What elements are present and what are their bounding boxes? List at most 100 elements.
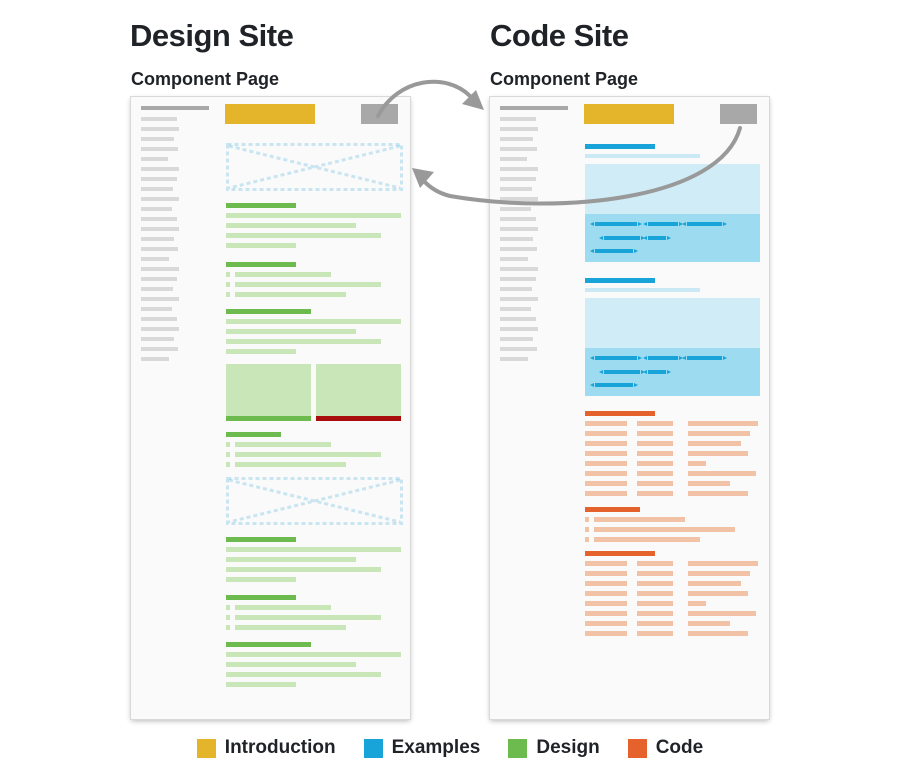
sidebar-item xyxy=(500,317,536,321)
legend-item-examples: Examples xyxy=(363,737,481,759)
sidebar-item xyxy=(500,337,533,341)
example-heading xyxy=(585,278,655,283)
text-line xyxy=(226,577,296,582)
description-cell xyxy=(688,601,706,606)
sidebar-item xyxy=(500,277,536,281)
type-cell xyxy=(637,451,673,456)
example-preview xyxy=(585,164,760,214)
sidebar-item xyxy=(141,137,174,141)
description-cell xyxy=(688,471,756,476)
description-cell xyxy=(688,571,750,576)
type-cell xyxy=(637,571,673,576)
sidebar-item xyxy=(141,317,177,321)
sidebar-item xyxy=(500,287,532,291)
dont-example xyxy=(316,364,401,416)
code-bracket xyxy=(643,356,647,360)
type-cell xyxy=(637,431,673,436)
legend-swatch-introduction xyxy=(196,738,216,758)
bullet-text-line xyxy=(235,282,381,287)
sidebar-heading xyxy=(141,106,209,110)
bullet xyxy=(585,517,589,522)
description-cell xyxy=(688,611,756,616)
description-cell xyxy=(688,561,758,566)
sidebar-item xyxy=(500,197,538,201)
image-placeholder-cross xyxy=(228,478,401,524)
sidebar-item xyxy=(141,247,178,251)
design-component-page xyxy=(131,97,410,719)
bullet xyxy=(226,292,230,297)
sidebar-item xyxy=(500,297,538,301)
description-cell xyxy=(688,461,706,466)
code-token xyxy=(604,370,640,374)
type-cell xyxy=(637,441,673,446)
description-cell xyxy=(688,451,748,456)
code-bracket xyxy=(643,236,647,240)
sidebar-item xyxy=(500,307,531,311)
code-bracket xyxy=(723,222,727,226)
sidebar-item xyxy=(141,357,169,361)
sidebar-item xyxy=(141,197,179,201)
bullet-text-line xyxy=(235,625,346,630)
text-line xyxy=(226,319,401,324)
text-line xyxy=(226,672,381,677)
property-cell xyxy=(585,451,627,456)
property-cell xyxy=(585,611,627,616)
bullet-text-line xyxy=(235,462,346,467)
code-bracket xyxy=(638,356,642,360)
sidebar-item xyxy=(141,167,179,171)
code-bracket xyxy=(634,249,638,253)
sidebar-item xyxy=(141,257,169,261)
text-line xyxy=(226,233,381,238)
code-section-heading xyxy=(585,551,655,556)
bullet-text-line xyxy=(235,292,346,297)
code-token xyxy=(687,222,722,226)
sidebar-item xyxy=(141,187,173,191)
code-bracket xyxy=(679,222,683,226)
example-heading xyxy=(585,144,655,149)
sidebar-item xyxy=(500,347,537,351)
code-bracket xyxy=(590,356,594,360)
sidebar-item xyxy=(141,267,179,271)
code-to-design-arrowhead xyxy=(412,168,434,188)
design-site-title: Design Site xyxy=(130,18,294,53)
sidebar-item xyxy=(141,337,174,341)
description-cell xyxy=(688,621,730,626)
code-token xyxy=(648,370,666,374)
code-section-heading xyxy=(585,411,655,416)
text-line xyxy=(226,243,296,248)
legend-label-examples: Examples xyxy=(391,737,481,758)
bullet-text-line xyxy=(594,517,685,522)
description-cell xyxy=(688,421,758,426)
sidebar-item xyxy=(500,157,527,161)
header-button xyxy=(361,104,398,124)
sidebar-item xyxy=(500,247,537,251)
legend-swatch-design xyxy=(508,738,528,758)
bullet-text-line xyxy=(235,272,331,277)
type-cell xyxy=(637,601,673,606)
text-line xyxy=(226,223,356,228)
type-cell xyxy=(637,491,673,496)
bullet-text-line xyxy=(235,605,331,610)
text-line xyxy=(226,329,356,334)
section-heading xyxy=(226,537,296,542)
code-bracket xyxy=(682,356,686,360)
property-cell xyxy=(585,481,627,486)
code-bracket xyxy=(634,383,638,387)
sidebar-item xyxy=(500,327,538,331)
code-bracket xyxy=(643,222,647,226)
code-token xyxy=(687,356,722,360)
property-cell xyxy=(585,621,627,626)
type-cell xyxy=(637,591,673,596)
bullet-text-line xyxy=(594,527,735,532)
sidebar-item xyxy=(141,117,177,121)
type-cell xyxy=(637,631,673,636)
section-heading xyxy=(226,309,311,314)
sidebar-item xyxy=(141,177,177,181)
sidebar-item xyxy=(500,207,531,211)
bullet xyxy=(226,272,230,277)
code-token xyxy=(595,222,637,226)
property-cell xyxy=(585,581,627,586)
sidebar-item xyxy=(500,127,538,131)
legend-swatch-examples xyxy=(363,738,383,758)
code-bracket xyxy=(667,370,671,374)
